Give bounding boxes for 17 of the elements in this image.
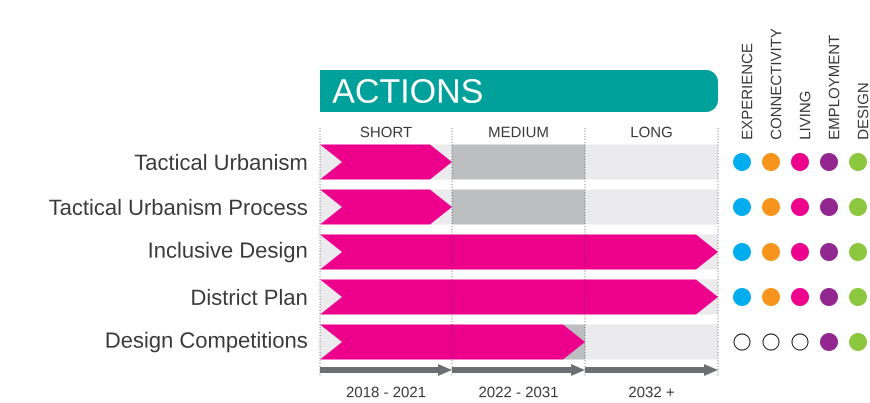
action-label: Inclusive Design [150, 242, 306, 262]
action-label: Tactical Urbanism Process [49, 198, 307, 216]
column-header: DESIGN [858, 84, 868, 139]
column-header: CONNECTIVITY [770, 28, 782, 140]
term-header: LONG [631, 126, 672, 138]
action-label: Tactical Urbanism [134, 154, 306, 170]
term-header: SHORT [360, 126, 412, 138]
column-header: LIVING [800, 92, 810, 139]
action-label: District Plan [192, 288, 306, 306]
column-header: EXPERIENCE [742, 44, 752, 139]
column-header: EMPLOYMENT [828, 35, 840, 139]
year-range: 2022 - 2031 [479, 386, 558, 398]
action-label: Design Competitions [106, 332, 307, 352]
year-range: 2018 - 2021 [346, 386, 426, 398]
header-band: ACTIONS [320, 70, 718, 112]
year-range: 2032 + [629, 386, 674, 398]
term-header: MEDIUM [489, 126, 548, 138]
